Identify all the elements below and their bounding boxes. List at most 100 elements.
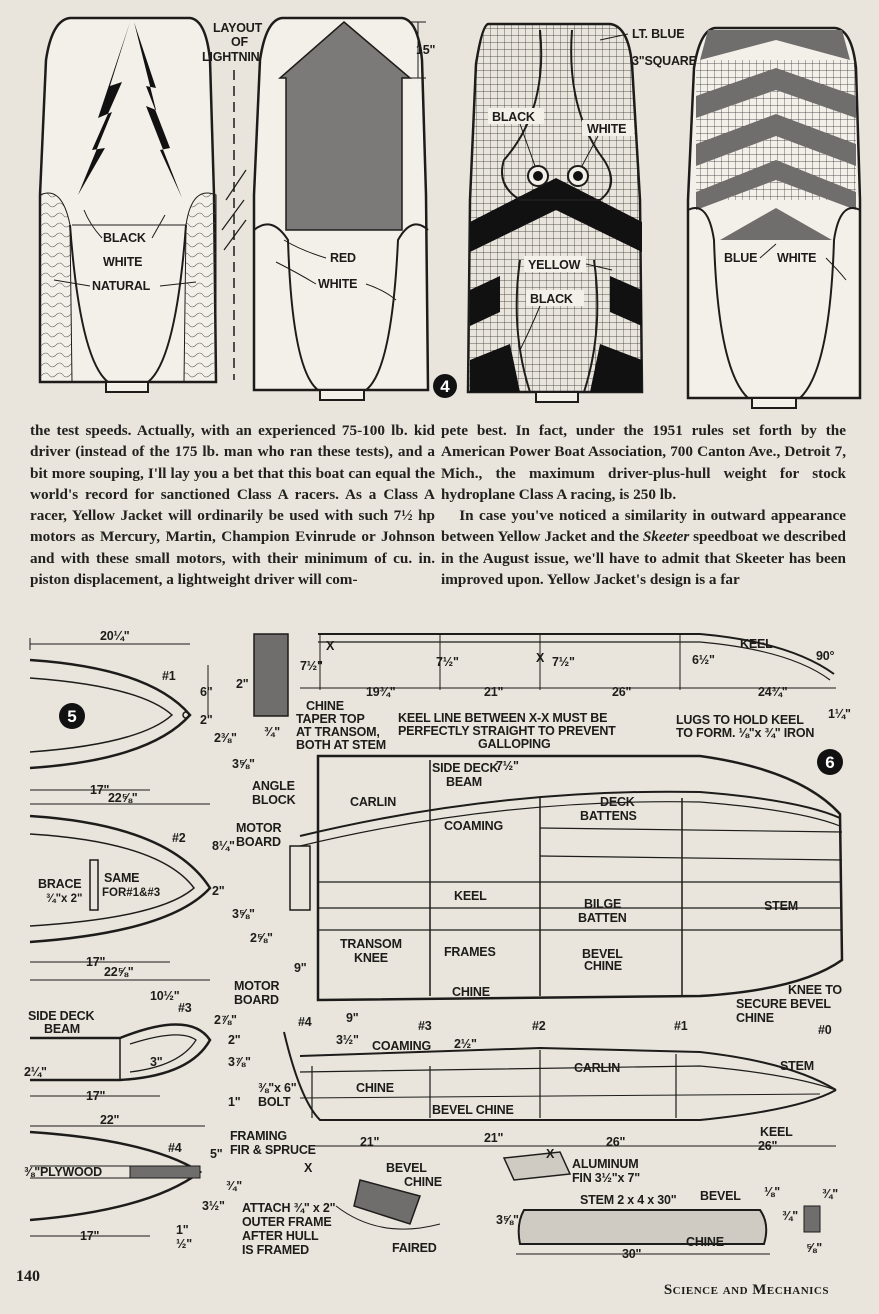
figure-6-details: X ALUMINUM FIN 3½"x 7" STEM 2 x 4 x 30" … — [496, 1147, 838, 1260]
frame1-a: 2⅜" — [214, 731, 237, 745]
keelline-3: GALLOPING — [478, 737, 551, 751]
detail-30: 30" — [622, 1247, 642, 1260]
label-black-3: BLACK — [530, 292, 573, 306]
plan-keel: KEEL — [454, 889, 487, 903]
motor-board-1: MOTOR — [236, 821, 281, 835]
side-d3: 21" — [360, 1135, 380, 1149]
layout-label-1: LAYOUT — [213, 21, 263, 35]
frame2-id: #2 — [172, 831, 186, 845]
frame3-side-deck: SIDE DECK — [28, 1009, 94, 1023]
figure-number-6: 6 — [825, 753, 834, 772]
profile-d2: 21" — [484, 685, 504, 699]
side-d1: 3½" — [336, 1033, 359, 1047]
label-white-4: WHITE — [777, 251, 816, 265]
profile-90deg: 90° — [816, 649, 835, 663]
detail-bevel: BEVEL — [700, 1189, 741, 1203]
frame-3: 22⅝" 10½" #3 2⅞" 2" 3⅞" 3" 2¼" 1" SIDE D… — [24, 965, 251, 1109]
detail-five-eighth: ⅝" — [806, 1241, 822, 1255]
side-s4: #4 — [298, 1015, 312, 1029]
side-s3: #3 — [418, 1019, 432, 1033]
frame-4: 22" #4 5" ¾" 3½" ⅜"PLYWOOD 17" 1" ½" — [24, 1113, 242, 1251]
profile-h2: 7½" — [436, 655, 459, 669]
plan-d9b: 9" — [346, 1011, 359, 1025]
frame2-a: 3⅝" — [232, 907, 255, 921]
side-d4: 21" — [484, 1131, 504, 1145]
article-right-p2: In case you've noticed a similarity in o… — [441, 507, 846, 589]
plan-battens: BATTENS — [580, 809, 637, 823]
figure-number-4: 4 — [433, 374, 457, 398]
hull-bug: BLACK WHITE YELLOW BLACK LT. BLUE 3"SQUA… — [466, 22, 705, 403]
frame3-id: #3 — [178, 1001, 192, 1015]
frame4-c: 3½" — [202, 1199, 225, 1213]
angle-block-1: ANGLE — [252, 779, 295, 793]
frame4-half: ½" — [176, 1237, 192, 1251]
detail-quarter-2: ¾" — [822, 1187, 838, 1201]
aluminum-1: ALUMINUM — [572, 1157, 638, 1171]
frame3-width: 22⅝" — [104, 965, 134, 979]
plan-carlin: CARLIN — [350, 795, 396, 809]
frame2-b: 2⅝" — [250, 931, 273, 945]
plan-bevel: BEVEL — [582, 947, 623, 961]
figure-5-6-frames-and-hull: 20¼" #1 6" 2" 2⅜" 3⅝" 17" 5 22⅝" #2 8¼" … — [24, 629, 851, 1260]
side-s2: #2 — [532, 1019, 546, 1033]
frame3-d: 3" — [150, 1055, 163, 1069]
profile-h7: 1¼" — [828, 707, 851, 721]
figure-6-plan: SIDE DECK BEAM CARLIN COAMING DECK BATTE… — [289, 754, 844, 1025]
motor-board-3: MOTOR — [234, 979, 279, 993]
detail-chine: CHINE — [686, 1235, 724, 1249]
detail-x: X — [546, 1147, 555, 1161]
side-d5: 26" — [606, 1135, 626, 1149]
bevel-chine-1: BEVEL — [386, 1161, 427, 1175]
profile-x1: X — [326, 639, 335, 653]
svg-text:4: 4 — [440, 377, 450, 396]
faired: FAIRED — [392, 1241, 437, 1255]
side-bevel-chine: BEVEL CHINE — [432, 1103, 514, 1117]
frame2-brace-dim: ¾"x 2" — [46, 893, 82, 905]
frame4-a: 5" — [210, 1147, 223, 1161]
page-number: 140 — [16, 1268, 40, 1285]
frame1-tip: 2" — [200, 713, 213, 727]
frame4-b: ¾" — [226, 1179, 242, 1193]
plan-knee: KNEE — [354, 951, 388, 965]
side-s0: #0 — [818, 1023, 832, 1037]
bevel-chine-2: CHINE — [404, 1175, 442, 1189]
frame3-c: 3⅞" — [228, 1055, 251, 1069]
assembly-notes: 2" ¾" ANGLE BLOCK MOTOR BOARD MOTOR BOAR… — [230, 633, 442, 1257]
plan-knee-to: KNEE TO — [788, 983, 842, 997]
figure-6-side: #4 #3 #2 #1 #0 3½" COAMING 2½" CARLIN ST… — [283, 1015, 837, 1153]
side-coaming: COAMING — [372, 1039, 431, 1053]
dim-15: 15" — [416, 43, 436, 57]
motor-board-2: BOARD — [236, 835, 281, 849]
frame2-width: 22⅝" — [108, 791, 138, 805]
label-black: BLACK — [103, 231, 146, 245]
plan-d7: 7½" — [496, 759, 519, 773]
plan-side-deck: SIDE DECK — [432, 761, 498, 775]
frame3-a: 2⅞" — [214, 1013, 237, 1027]
frame1-id: #1 — [162, 669, 176, 683]
hull-chevrons: BLUE WHITE — [686, 26, 862, 409]
frame2-bottom: 17" — [86, 955, 106, 969]
label-yellow: YELLOW — [528, 258, 581, 272]
frame-2: 22⅝" #2 8¼" 2" 3⅝" 2⅝" BRACE ¾"x 2" SAME… — [29, 791, 273, 969]
bolt-1: ⅜"x 6" — [258, 1081, 297, 1095]
detail-quarter: ¾" — [782, 1209, 798, 1223]
lugs-2: TO FORM. ⅛"x ¾" IRON — [676, 726, 814, 740]
attach-4: IS FRAMED — [242, 1243, 309, 1257]
detail-stem: STEM 2 x 4 x 30" — [580, 1193, 677, 1207]
profile-h4: 6½" — [692, 653, 715, 667]
profile-h1: 7½" — [300, 659, 323, 673]
plan-coaming: COAMING — [444, 819, 503, 833]
label-lt-blue: LT. BLUE — [632, 27, 684, 41]
frame1-h: 6" — [200, 685, 213, 699]
plan-bevel-chine: CHINE — [584, 959, 622, 973]
aluminum-2: FIN 3½"x 7" — [572, 1171, 640, 1185]
article-right-p1: pete best. In fact, under the 1951 rules… — [441, 422, 846, 503]
framing-2: FIR & SPRUCE — [230, 1143, 316, 1157]
article-right-column: pete best. In fact, under the 1951 rules… — [441, 420, 846, 590]
frame4-one: 1" — [176, 1223, 189, 1237]
label-white-2: WHITE — [318, 277, 357, 291]
side-keel: KEEL — [760, 1125, 793, 1139]
frame4-bottom: 17" — [80, 1229, 100, 1243]
plan-chine: CHINE — [452, 985, 490, 999]
frame3-bottom: 17" — [86, 1089, 106, 1103]
